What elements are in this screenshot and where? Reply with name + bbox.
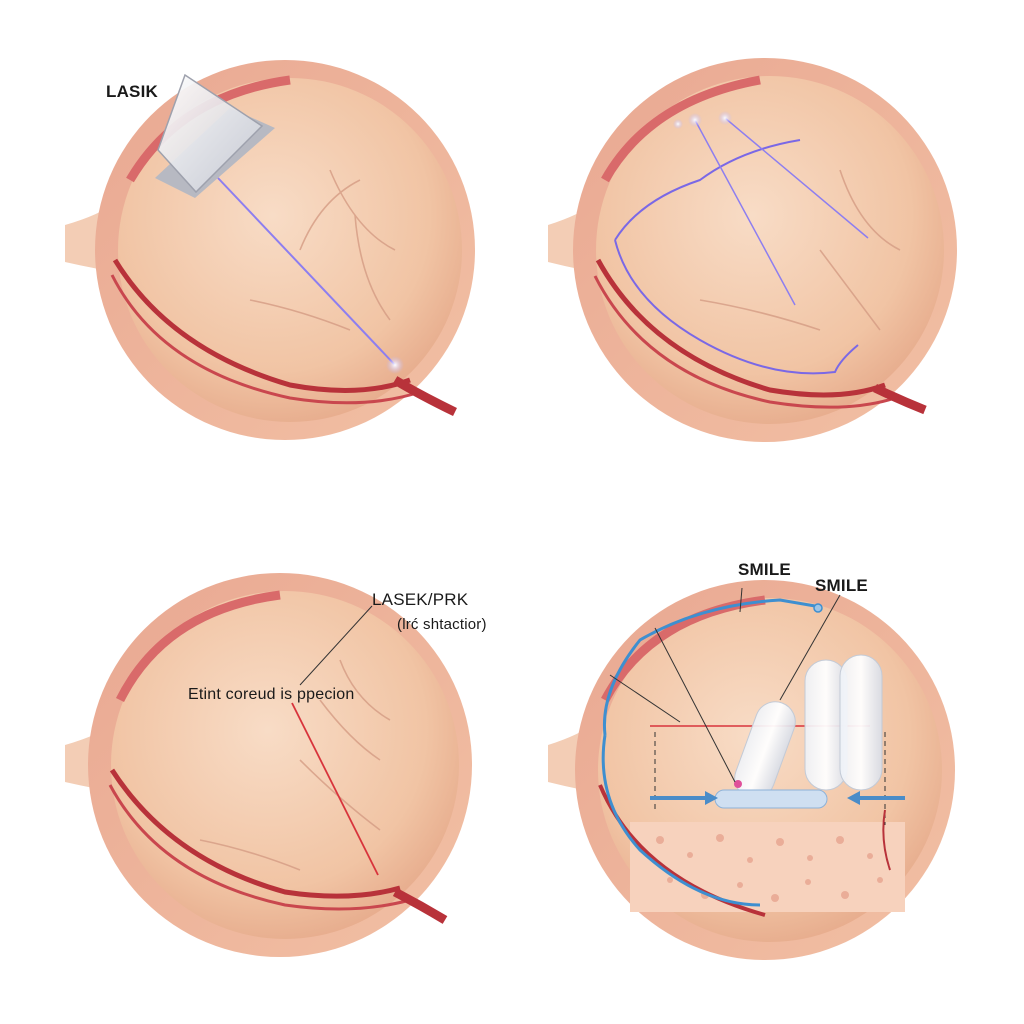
lasek-prk-label: LASEK/PRK [372,590,468,610]
tissue-layer [630,822,905,912]
laser-focus-glow [386,356,404,374]
lasik-label: LASIK [106,82,158,102]
lasek-prk-inner-label: Etint coreud is ppecion [188,686,354,704]
panel-lasik [65,60,475,440]
instrument-tip [814,604,822,612]
laser-focus-point [734,780,742,788]
laser-focus-glow [718,111,732,125]
lasek-prk-sublabel: (lrć shtactior) [397,616,487,633]
smile-label-secondary: SMILE [815,576,868,596]
panel-smile [548,580,955,960]
panel-top-right [548,58,957,442]
laser-focus-glow [673,119,683,129]
smile-label: SMILE [738,560,791,580]
laser-focus-glow [688,113,702,127]
